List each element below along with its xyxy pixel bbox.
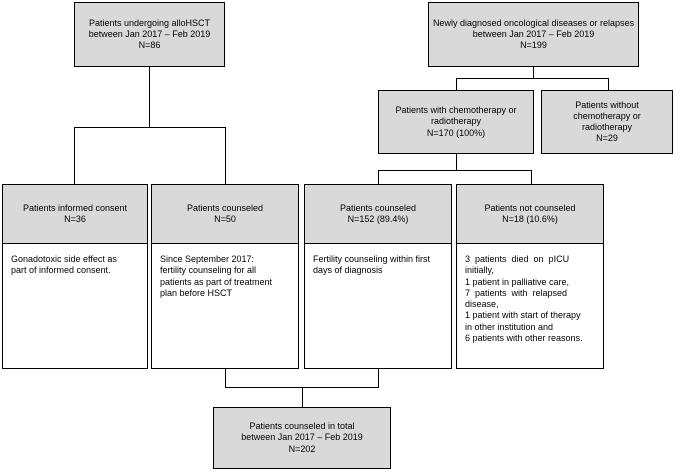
not-counseled-reason-7: in other institution and [465,321,554,332]
connector-to-counseled-onco [378,170,379,184]
not-counseled-header: Patients not counseled N=18 (10.6%) [456,184,604,244]
not-counseled-n: N=18 (10.6%) [502,214,558,224]
counseled-onco-detail-1: Fertility counseling within first [313,254,431,264]
counseled-onco-n: N=152 (89.4%) [347,214,409,224]
counseled-allo-detail-3: patients as part of treatment [160,276,273,287]
oncological-n: N=199 [520,40,547,51]
not-counseled-reason-8: 6 patients with other reasons. [465,332,583,343]
informed-consent-title: Patients informed consent [22,202,128,213]
counseled-onco-detail-2: days of diagnosis [313,265,383,276]
allo-hsct-box: Patients undergoing alloHSCT between Jan… [74,2,225,67]
no-chemo-box: Patients without chemotherapy or radioth… [541,90,673,154]
counseled-onco-detail: Fertility counseling within first days o… [304,243,452,369]
connector-to-informed [74,127,75,184]
informed-consent-detail: Gonadotoxic side effect as part of infor… [2,243,148,369]
informed-consent-detail-2: part of informed consent. [11,265,111,276]
total-box: Patients counseled in total between Jan … [213,407,391,469]
connector-to-total [302,387,303,407]
informed-consent-n: N=36 [64,214,86,224]
counseled-onco-title: Patients counseled [339,202,417,213]
total-title: Patients counseled in total [249,421,355,432]
not-counseled-reason-6: 1 patient with start of therapy [465,310,581,321]
connector-to-counseled-allo [225,127,226,184]
not-counseled-reason-1: 3 patients died on pICU [465,254,570,264]
no-chemo-label-3: radiotherapy [581,122,633,132]
chemo-label-1: Patients with chemotherapy or [395,105,517,116]
not-counseled-reason-3: 1 patient in palliative care, [465,276,570,287]
no-chemo-label-2: chemotherapy or [573,110,641,121]
total-n: N=202 [288,443,316,454]
connector-counseled-allo-down [225,369,226,387]
oncological-box: Newly diagnosed oncological diseases or … [428,2,639,67]
chemo-n: N=170 (100%) [426,127,486,138]
not-counseled-reason-5: disease, [465,299,499,309]
no-chemo-n: N=29 [596,133,618,144]
connector-allo-split [74,127,225,128]
allo-hsct-n: N=86 [138,40,161,51]
connector-chemo-split [378,170,531,171]
not-counseled-title: Patients not counseled [484,202,576,213]
connector-onco-split [456,78,608,79]
connector-to-not-counseled [531,170,532,184]
connector-allo-down [149,67,150,127]
counseled-allo-detail-4: plan before HSCT [160,287,233,298]
connector-chemo-down [456,154,457,170]
counseled-allo-n: N=50 [214,214,236,224]
no-chemo-label-1: Patients without [575,99,639,110]
informed-consent-detail-1: Gonadotoxic side effect as [11,254,117,264]
connector-to-no-chemo [608,78,609,90]
informed-consent-header: Patients informed consent N=36 [2,184,148,244]
chemo-label-2: radiotherapy [430,116,482,127]
counseled-allo-detail-1: Since September 2017: [160,254,255,264]
allo-hsct-title: Patients undergoing alloHSCT [88,17,211,28]
not-counseled-reason-4: 7 patients with relapsed [465,287,568,298]
counseled-allo-title: Patients counseled [186,202,264,213]
not-counseled-detail: 3 patients died on pICU initially, 1 pat… [456,243,604,369]
counseled-allo-detail-2: fertility counseling for all [160,265,257,276]
oncological-title: Newly diagnosed oncological diseases or … [432,17,635,28]
connector-onco-down [533,67,534,78]
connector-to-chemo [456,78,457,90]
counseled-allo-detail: Since September 2017: fertility counseli… [151,243,299,369]
chemo-box: Patients with chemotherapy or radiothera… [378,90,534,154]
connector-counseled-onco-down [378,369,379,387]
allo-hsct-period: between Jan 2017 – Feb 2019 [88,28,211,39]
oncological-period: between Jan 2017 – Feb 2019 [472,28,595,39]
total-period: between Jan 2017 – Feb 2019 [241,432,363,443]
counseled-allo-header: Patients counseled N=50 [151,184,299,244]
not-counseled-reason-2: initially, [465,265,494,276]
counseled-onco-header: Patients counseled N=152 (89.4%) [304,184,452,244]
